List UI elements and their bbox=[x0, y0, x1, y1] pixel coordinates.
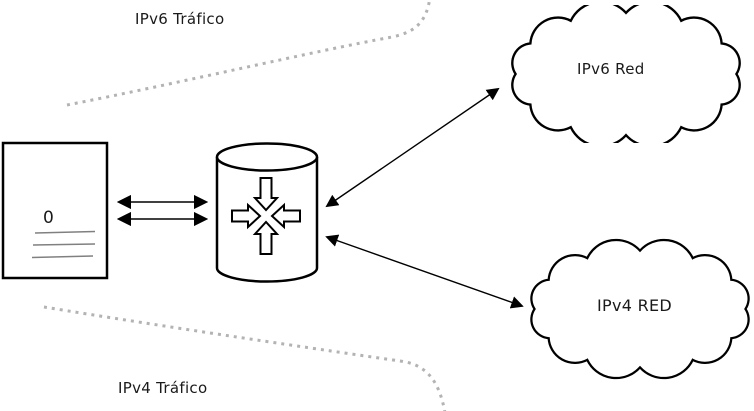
router-cylinder-icon bbox=[215, 157, 319, 283]
router-node bbox=[215, 142, 319, 283]
ipv6-network-label: IPv6 Red bbox=[577, 60, 645, 78]
ipv4-network-label: IPv4 RED bbox=[597, 296, 673, 315]
host-text-lines bbox=[31, 230, 96, 259]
ipv4-traffic-dotted-path bbox=[43, 305, 447, 411]
ipv4-traffic-label: IPv4 Tráfico bbox=[118, 379, 208, 397]
host-node bbox=[1, 141, 109, 280]
ipv6-traffic-dotted-path bbox=[66, 0, 432, 107]
link-router-ipv4 bbox=[325, 234, 524, 309]
host-screen-label: 0 bbox=[43, 208, 55, 228]
host-box-icon bbox=[1, 141, 109, 280]
link-router-ipv6 bbox=[325, 87, 500, 208]
ipv6-traffic-label: IPv6 Tráfico bbox=[135, 10, 225, 28]
router-converging-arrows-icon bbox=[231, 177, 301, 255]
